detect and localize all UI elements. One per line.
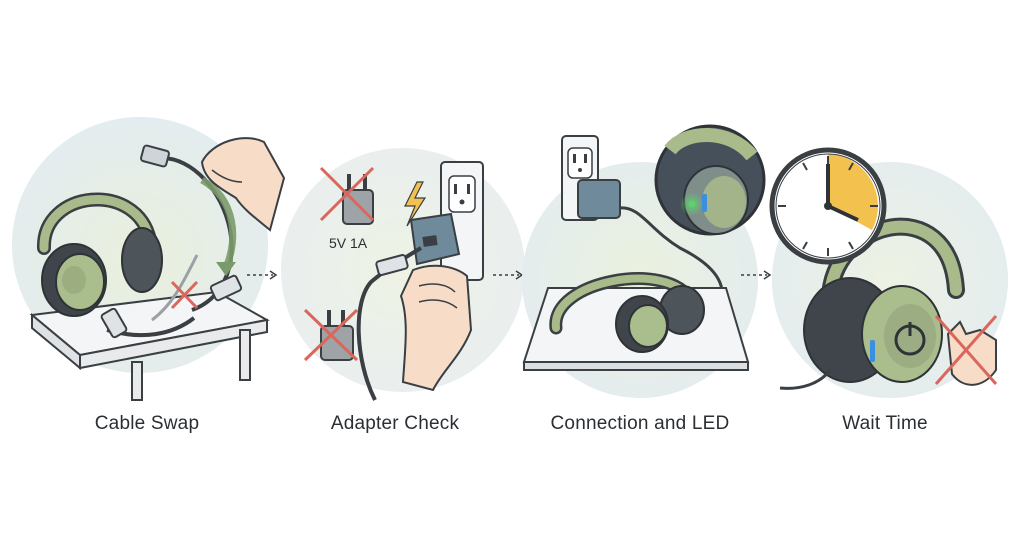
step-arrow (246, 268, 280, 282)
hand-no-press (934, 315, 998, 386)
usb-plug (375, 254, 409, 276)
headphones (36, 192, 163, 317)
label-wait-time: Wait Time (842, 413, 928, 434)
old-cable (151, 254, 199, 322)
wrong-adapter-bottom (303, 308, 359, 362)
headphones (779, 217, 965, 390)
step-cable-swap (12, 70, 286, 401)
adapter (577, 179, 621, 219)
clock-icon (769, 147, 887, 265)
headphones (549, 272, 705, 353)
step-arrow (740, 268, 774, 282)
led-zoom-inset (654, 124, 766, 236)
hand (200, 137, 286, 232)
label-adapter-check: Adapter Check (330, 413, 460, 434)
led-bar (702, 194, 707, 212)
led-indicator (689, 201, 695, 207)
lightning-icon (404, 181, 427, 227)
adapter-rating: 5V 1A (329, 235, 368, 251)
swap-arrow (200, 176, 237, 267)
good-adapter (409, 212, 461, 266)
step-adapter-check: 5V 1A (281, 70, 543, 401)
step-wait-time (760, 70, 1020, 400)
label-cable-swap: Cable Swap (94, 413, 200, 434)
swap-arrowhead (216, 262, 236, 276)
led-bar (870, 340, 875, 362)
label-connection-and-led: Connection and LED (550, 413, 730, 434)
wrong-adapter-top (319, 166, 375, 225)
step-arrow (492, 268, 526, 282)
wait-time-illustration (769, 147, 1008, 398)
step-connection-and-led (520, 70, 780, 400)
adapter-check-illustration: 5V 1A (281, 148, 525, 401)
connection-led-illustration (522, 124, 766, 398)
hand (399, 264, 473, 392)
cable-swap-illustration (12, 117, 286, 401)
